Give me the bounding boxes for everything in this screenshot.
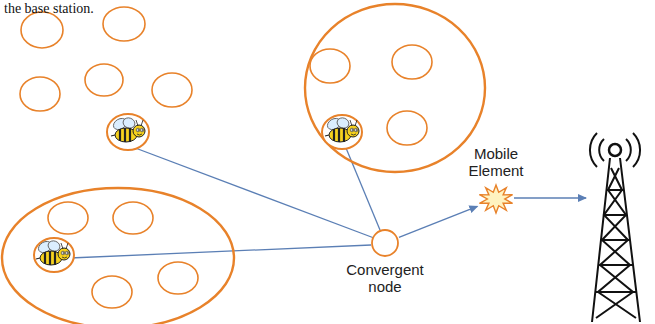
tower-symbol [590,133,640,322]
node-label: Mobile Element [460,145,532,179]
arrow-connector [399,206,477,237]
node-label: Convergent node [342,261,428,295]
node-circle [370,228,400,258]
text-fragment: the base station. [4,1,94,16]
mobile-element: Mobile Element [460,145,532,215]
sensor-node: Convergent node [342,228,428,295]
starburst-symbol [475,183,517,215]
